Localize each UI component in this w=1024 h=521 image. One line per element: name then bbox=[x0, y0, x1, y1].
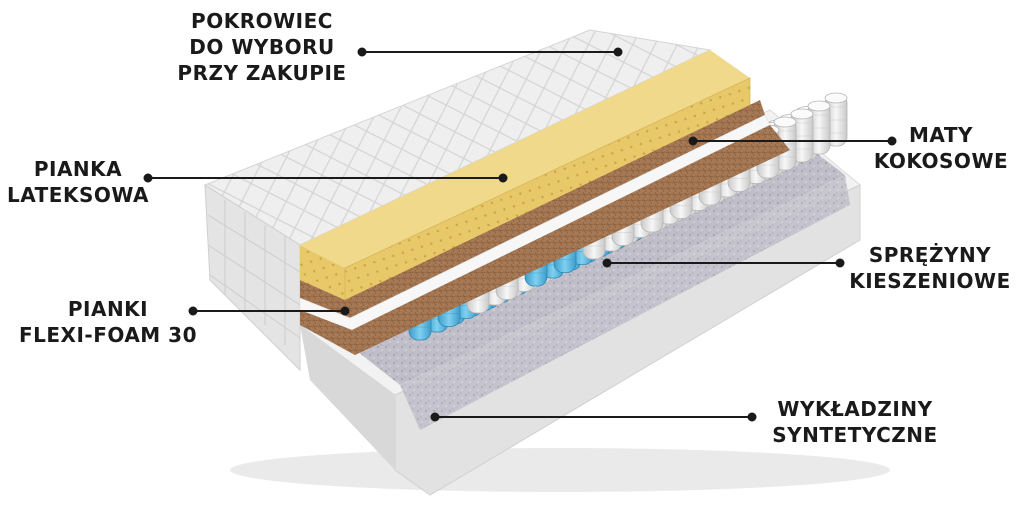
label-felt-line1: WYKŁADZINY bbox=[777, 397, 933, 421]
floor-shadow bbox=[230, 448, 890, 492]
base-slab-side bbox=[300, 325, 395, 470]
label-felt: WYKŁADZINY SYNTETYCZNE bbox=[760, 396, 950, 448]
leader-latex-dot bbox=[498, 173, 508, 183]
cover-side bbox=[204, 184, 301, 372]
label-coconut: MATY KOKOSOWE bbox=[866, 122, 1016, 174]
label-felt-line2: SYNTETYCZNE bbox=[772, 423, 938, 447]
label-latex-line1: PIANKA bbox=[33, 157, 123, 181]
label-cover-line1: POKROWIEC bbox=[191, 9, 333, 33]
leader-lines bbox=[143, 47, 897, 422]
label-cover-line3: PRZY ZAKUPIE bbox=[177, 61, 347, 85]
label-springs-line2: KIESZENIOWE bbox=[849, 269, 1011, 293]
label-springs-line1: SPRĘŻYNY bbox=[868, 243, 992, 267]
leader-springs-dot bbox=[602, 258, 612, 268]
leader-flexi-dot bbox=[340, 306, 350, 316]
label-latex: PIANKA LATEKSOWA bbox=[4, 156, 152, 208]
felt-layer-bottom bbox=[400, 175, 850, 430]
label-cover: POKROWIEC DO WYBORU PRZY ZAKUPIE bbox=[172, 8, 352, 86]
latex-top bbox=[300, 50, 750, 268]
label-coconut-line1: MATY bbox=[909, 123, 973, 147]
coconut-mat-lower bbox=[300, 125, 790, 355]
label-springs: SPRĘŻYNY KIESZENIOWE bbox=[842, 242, 1018, 294]
label-latex-line2: LATEKSOWA bbox=[6, 183, 150, 207]
leader-coconut-dot bbox=[688, 136, 698, 146]
label-flexi-line1: PIANKI bbox=[67, 297, 149, 321]
label-flexi: PIANKI FLEXI-FOAM 30 bbox=[10, 296, 206, 348]
leader-felt-dot bbox=[430, 412, 440, 422]
leader-cover-dot bbox=[613, 47, 623, 57]
latex-front bbox=[300, 245, 345, 300]
cover-side-quilt bbox=[207, 200, 301, 345]
label-coconut-line2: KOKOSOWE bbox=[873, 149, 1009, 173]
label-cover-line2: DO WYBORU bbox=[189, 35, 335, 59]
label-flexi-line2: FLEXI-FOAM 30 bbox=[18, 323, 198, 347]
coconut-mat-upper bbox=[300, 100, 765, 318]
